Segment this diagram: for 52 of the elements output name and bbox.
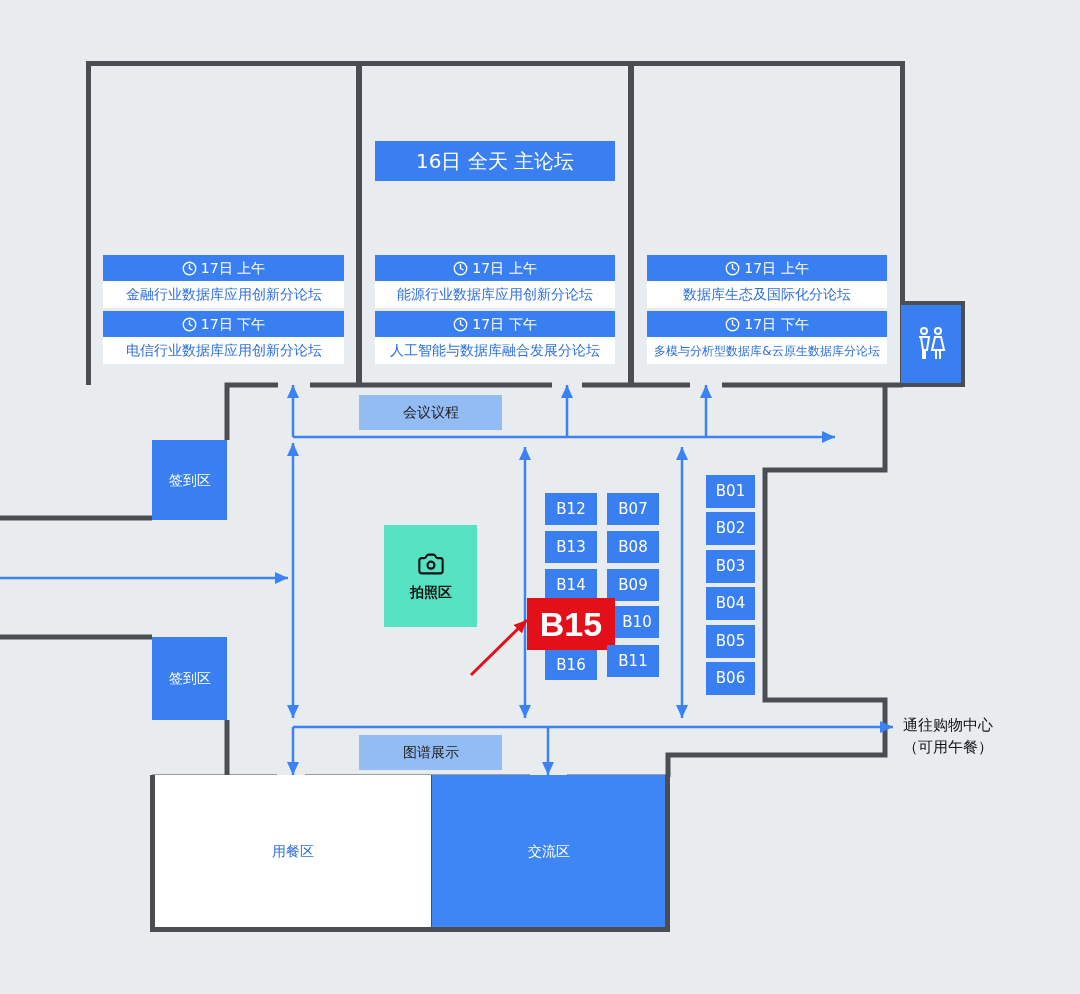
destination-label: 通往购物中心（可用午餐） bbox=[893, 712, 1003, 760]
booth: B06 bbox=[706, 662, 755, 695]
session-card bbox=[103, 311, 344, 364]
session-card bbox=[647, 311, 887, 364]
main-forum-banner: 16日 全天 主论坛 bbox=[375, 141, 615, 181]
booth: B04 bbox=[706, 587, 755, 620]
restroom-box bbox=[901, 301, 965, 387]
booth: B12 bbox=[545, 493, 597, 525]
forum-name: 人工智能与数据库融合发展分论坛 bbox=[389, 341, 601, 360]
session-time: 17日 下午 bbox=[472, 314, 537, 334]
booth: B03 bbox=[706, 550, 755, 583]
lounge-area: 交流区 bbox=[432, 775, 670, 932]
arrow bbox=[700, 385, 712, 437]
booth: B05 bbox=[706, 625, 755, 658]
arrow bbox=[287, 385, 299, 437]
session-card bbox=[647, 255, 887, 308]
booth: B09 bbox=[607, 569, 659, 601]
forum-name: 金融行业数据库应用创新分论坛 bbox=[124, 285, 323, 304]
area-sign: 图谱展示 bbox=[359, 735, 502, 770]
arrow bbox=[542, 727, 554, 775]
forum-name: 能源行业数据库应用创新分论坛 bbox=[396, 285, 594, 304]
booth: B13 bbox=[545, 531, 597, 563]
session-time: 17日 上午 bbox=[200, 258, 266, 278]
session-card bbox=[103, 255, 344, 308]
area-label: 拍照区 bbox=[409, 582, 452, 602]
forum-name: 电信行业数据库应用创新分论坛 bbox=[124, 341, 323, 360]
booth: B01 bbox=[706, 475, 755, 508]
booth: B07 bbox=[607, 493, 659, 525]
sign-in-area: 签到区 bbox=[152, 637, 227, 720]
arrow bbox=[293, 721, 893, 733]
highlighted-booth-label: B15 bbox=[527, 598, 615, 650]
booth: B16 bbox=[545, 650, 597, 680]
session-card bbox=[375, 311, 615, 364]
booth: B11 bbox=[607, 645, 659, 677]
photo-area bbox=[384, 525, 477, 627]
session-time: 17日 上午 bbox=[744, 258, 809, 278]
forum-name: 多模与分析型数据库&云原生数据库分论坛 bbox=[653, 342, 881, 360]
booth: B10 bbox=[615, 606, 659, 638]
arrow bbox=[469, 618, 529, 677]
arrow bbox=[561, 385, 573, 437]
session-time: 17日 下午 bbox=[200, 314, 266, 334]
booth: B02 bbox=[706, 512, 755, 545]
arrow bbox=[287, 727, 299, 775]
booth: B08 bbox=[607, 531, 659, 563]
booth: B14 bbox=[545, 569, 597, 601]
sign-in-area: 签到区 bbox=[152, 440, 227, 520]
session-card bbox=[375, 255, 615, 308]
area-sign: 会议议程 bbox=[359, 395, 502, 430]
dining-area: 用餐区 bbox=[150, 775, 434, 932]
session-time: 17日 下午 bbox=[744, 314, 809, 334]
forum-name: 数据库生态及国际化分论坛 bbox=[682, 285, 852, 304]
session-time: 17日 上午 bbox=[472, 258, 537, 278]
